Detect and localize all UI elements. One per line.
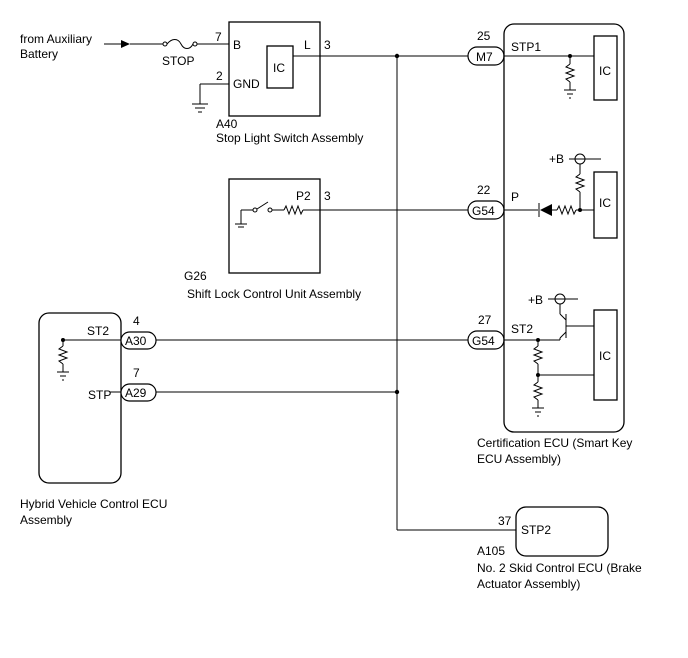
source-label-line1: from Auxiliary <box>20 32 92 46</box>
connector-a30-label: A30 <box>125 334 147 348</box>
resistor-icon <box>283 204 304 216</box>
fuse-terminal-left <box>162 41 168 47</box>
hv-ecu-pin-stp-num: 7 <box>133 366 140 380</box>
shift-lock-code: G26 <box>184 269 207 283</box>
stop-switch-name: Stop Light Switch Assembly <box>216 131 363 145</box>
skid-ecu-name-line2: Actuator Assembly) <box>477 577 580 591</box>
resistor-icon <box>532 381 544 401</box>
cert-ic3: IC <box>599 349 611 363</box>
shift-lock-box <box>228 178 321 274</box>
cert-ic2-box <box>593 171 618 239</box>
resistor-icon <box>57 345 69 365</box>
hv-ecu-name-line2: Assembly <box>20 513 72 527</box>
cert-stp1-num: 25 <box>477 29 491 43</box>
connector-g54-p: 22 G54 <box>467 183 505 220</box>
resistor-icon <box>556 204 577 216</box>
switch-contact-icon <box>252 207 258 213</box>
connector-g54-st2: 27 G54 <box>467 313 505 350</box>
stop-switch-pin-gnd: GND <box>233 77 260 91</box>
resistor-icon <box>532 345 544 365</box>
stop-fuse: STOP <box>162 39 229 68</box>
skid-ecu-box <box>515 506 609 557</box>
stop-switch-box <box>228 21 321 117</box>
cert-p-num: 22 <box>477 183 491 197</box>
cert-ecu-name-line2: ECU Assembly) <box>477 452 561 466</box>
fuse-terminal-right <box>192 41 198 47</box>
shift-lock-name: Shift Lock Control Unit Assembly <box>187 287 361 301</box>
ground-icon <box>532 407 544 417</box>
shift-lock-unit: P2 3 G26 Shift Lock Control Unit Assembl… <box>184 178 361 301</box>
connector-m7: 25 M7 <box>467 29 505 66</box>
skid-ecu-name-line1: No. 2 Skid Control ECU (Brake <box>477 561 642 575</box>
hv-ecu: ST2 4 STP 7 Hybrid Vehicle Control ECU A… <box>20 312 167 527</box>
stop-switch-code: A40 <box>216 117 238 131</box>
hv-ecu-pin-stp: STP <box>88 388 111 402</box>
skid-pin-stp2: STP2 <box>521 523 551 537</box>
stop-switch-pin-b: B <box>233 38 241 52</box>
switch-blade-icon <box>256 201 269 210</box>
stop-switch-pin-l-num: 3 <box>324 38 331 52</box>
hv-ecu-pin-st2-num: 4 <box>133 314 140 328</box>
cert-ecu-box <box>503 23 625 433</box>
cert-ecu-name-line1: Certification ECU (Smart Key <box>477 436 632 450</box>
certification-ecu: STP1 IC P +B IC ST2 +B <box>477 23 632 466</box>
hv-ecu-box <box>38 312 122 484</box>
resistor-icon <box>564 63 576 83</box>
shift-lock-pin-p2-num: 3 <box>324 189 331 203</box>
skid-ecu-code: A105 <box>477 544 505 558</box>
ground-icon <box>564 89 576 99</box>
transistor-icon <box>559 313 594 339</box>
cert-p-junction <box>578 208 582 212</box>
cert-ic3-box <box>593 309 618 401</box>
cert-pin-p: P <box>511 190 519 204</box>
cert-ic2: IC <box>599 196 611 210</box>
stop-switch-ic: IC <box>273 61 285 75</box>
cert-ic1: IC <box>599 64 611 78</box>
connector-a30: A30 <box>120 331 157 350</box>
fuse-label: STOP <box>162 54 194 68</box>
stop-switch-pin-b-num: 7 <box>215 30 222 44</box>
shift-lock-pin-p2: P2 <box>296 189 311 203</box>
fuse-icon <box>166 39 194 49</box>
ground-icon <box>57 371 69 381</box>
ground-icon <box>192 103 208 113</box>
connector-g54-p-label: G54 <box>472 204 495 218</box>
connector-a29-label: A29 <box>125 386 147 400</box>
resistor-icon <box>574 173 586 193</box>
stop-switch-pin-l: L <box>304 38 311 52</box>
skid-control-ecu: 37 STP2 A105 No. 2 Skid Control ECU (Bra… <box>477 506 642 591</box>
ground-icon <box>235 223 247 228</box>
connector-g54-st2-label: G54 <box>472 334 495 348</box>
source-arrow-icon <box>121 40 130 48</box>
diode-icon <box>538 203 552 217</box>
connector-a29: A29 <box>120 383 157 402</box>
connector-m7-label: M7 <box>476 50 493 64</box>
battery-source: from Auxiliary Battery <box>20 32 163 61</box>
switch-contact-icon <box>267 207 273 213</box>
stop-switch-ic-box <box>266 45 294 89</box>
hv-ecu-pin-st2: ST2 <box>87 324 109 338</box>
splice-top <box>394 53 400 59</box>
skid-pin-stp2-num: 37 <box>498 514 512 528</box>
source-label-line2: Battery <box>20 47 58 61</box>
cert-pin-st2: ST2 <box>511 322 533 336</box>
cert-ic1-box <box>593 35 618 101</box>
stop-switch-pin-gnd-num: 2 <box>216 69 223 83</box>
cert-plus-b-2: +B <box>528 293 543 307</box>
cert-pin-stp1: STP1 <box>511 40 541 54</box>
hv-ecu-name-line1: Hybrid Vehicle Control ECU <box>20 497 167 511</box>
cert-plus-b-1: +B <box>549 152 564 166</box>
cert-st2-num: 27 <box>478 313 492 327</box>
stop-light-switch: 7 B 2 GND L 3 IC A40 Stop Light Switch A… <box>192 21 363 145</box>
